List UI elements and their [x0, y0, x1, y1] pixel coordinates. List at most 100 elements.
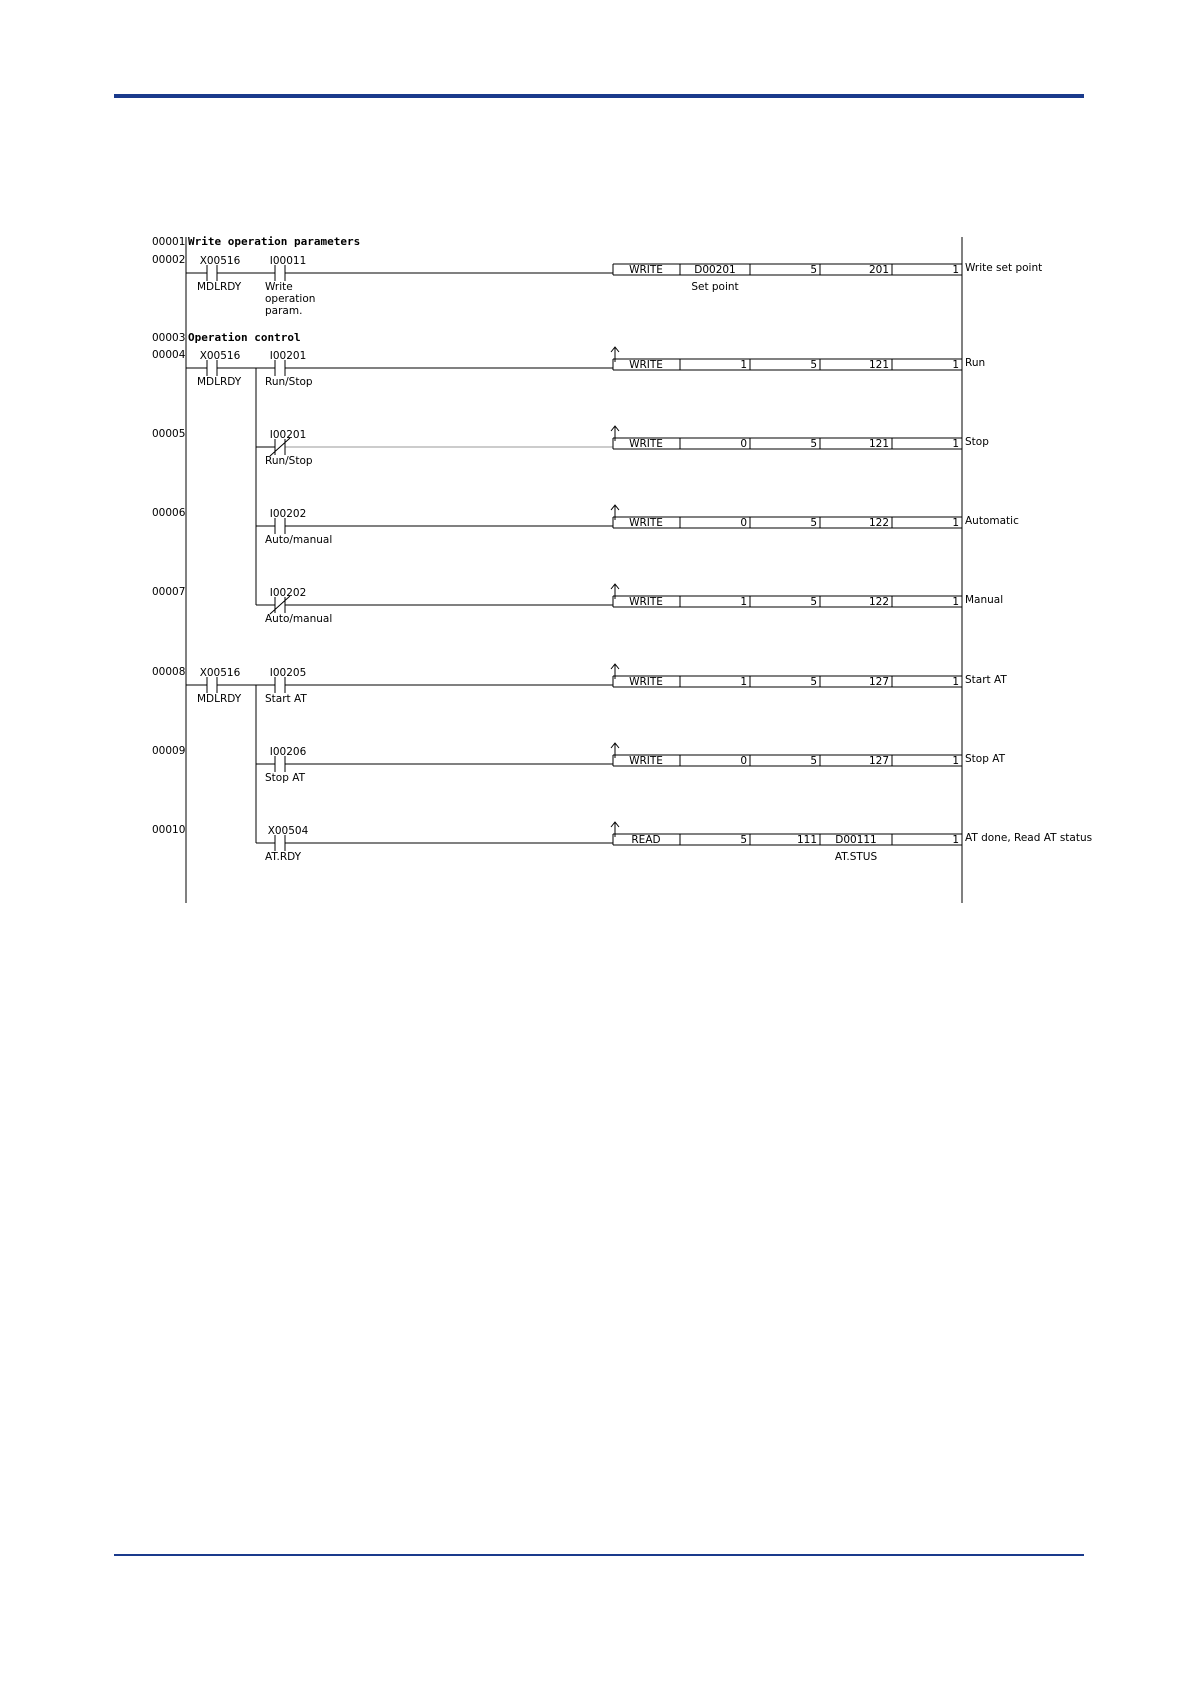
contact-label: MDLRDY [197, 376, 242, 388]
instruction-arg: 1 [952, 834, 959, 846]
instruction-arg: 111 [797, 834, 817, 846]
contact-slash [269, 595, 291, 615]
contact-device: I00201 [270, 350, 307, 362]
contact-device: I00206 [270, 746, 307, 758]
contact-label: Run/Stop [265, 376, 313, 388]
instruction-arg: 5 [810, 676, 817, 688]
instruction-name: WRITE [629, 264, 663, 276]
no-contact-icon [206, 677, 218, 693]
contact-device: I00202 [270, 508, 307, 520]
no-contact-icon [274, 677, 286, 693]
instruction-name: WRITE [629, 596, 663, 608]
instruction-arg: D00201 [694, 264, 736, 276]
instruction-arg: 122 [869, 517, 889, 529]
contact-device: I00201 [270, 429, 307, 441]
instruction-arg: 1 [740, 596, 747, 608]
instruction-arg: 122 [869, 596, 889, 608]
instruction-name: READ [631, 834, 660, 846]
instruction-arg: 1 [952, 517, 959, 529]
contact-label: AT.RDY [265, 851, 302, 863]
instruction-arg: 5 [740, 834, 747, 846]
footer-rule [114, 1554, 1084, 1556]
contact-label: Auto/manual [265, 534, 332, 546]
step-number: 00001 [152, 236, 185, 248]
comment-text: Write operation parameters [188, 235, 360, 248]
contact-device: I00205 [270, 667, 307, 679]
nc-contact-icon [269, 437, 291, 457]
instruction-arg: 1 [740, 359, 747, 371]
instruction-arg: 5 [810, 359, 817, 371]
contact-device: I00202 [270, 587, 307, 599]
no-contact-icon [274, 360, 286, 376]
step-number: 00009 [152, 745, 185, 757]
instruction-arg: D00111 [835, 834, 877, 846]
instruction-arg: 1 [952, 438, 959, 450]
contact-device: X00516 [200, 350, 241, 362]
instruction-name: WRITE [629, 676, 663, 688]
instruction-arg-label: Set point [691, 281, 738, 293]
instruction-name: WRITE [629, 359, 663, 371]
step-number: 00007 [152, 586, 185, 598]
output-comment: Start AT [965, 674, 1007, 686]
no-contact-icon [274, 518, 286, 534]
step-number: 00010 [152, 824, 185, 836]
no-contact-icon [274, 835, 286, 851]
instruction-arg: 5 [810, 517, 817, 529]
comment-text: Operation control [188, 331, 301, 344]
no-contact-icon [274, 756, 286, 772]
contact-label: param. [265, 305, 302, 317]
contact-slash [269, 437, 291, 457]
instruction-arg: 0 [740, 755, 747, 767]
output-comment: Write set point [965, 262, 1042, 274]
instruction-arg: 5 [810, 596, 817, 608]
output-comment: AT done, Read AT status [965, 832, 1092, 844]
step-number: 00008 [152, 666, 185, 678]
instruction-arg: 1 [740, 676, 747, 688]
instruction-name: WRITE [629, 517, 663, 529]
instruction-arg: 5 [810, 438, 817, 450]
contact-device: X00516 [200, 667, 241, 679]
contact-label: MDLRDY [197, 281, 242, 293]
no-contact-icon [274, 265, 286, 281]
no-contact-icon [206, 360, 218, 376]
instruction-arg: 5 [810, 264, 817, 276]
step-number: 00006 [152, 507, 186, 519]
instruction-arg: 127 [869, 755, 889, 767]
step-number: 00004 [152, 349, 186, 361]
output-comment: Stop [965, 436, 989, 448]
step-number: 00005 [152, 428, 185, 440]
instruction-arg: 1 [952, 676, 959, 688]
instruction-arg: 0 [740, 438, 747, 450]
contact-label: Start AT [265, 693, 307, 705]
output-comment: Manual [965, 594, 1003, 606]
instruction-arg: 1 [952, 264, 959, 276]
instruction-name: WRITE [629, 438, 663, 450]
output-comment: Run [965, 357, 985, 369]
contact-device: X00504 [268, 825, 309, 837]
step-number: 00002 [152, 254, 185, 266]
instruction-arg: 5 [810, 755, 817, 767]
instruction-name: WRITE [629, 755, 663, 767]
contact-device: X00516 [200, 255, 241, 267]
output-comment: Stop AT [965, 753, 1006, 765]
output-comment: Automatic [965, 515, 1019, 527]
instruction-arg: 201 [869, 264, 889, 276]
contact-device: I00011 [270, 255, 307, 267]
header-rule [114, 94, 1084, 98]
instruction-arg: 121 [869, 359, 889, 371]
instruction-arg: 0 [740, 517, 747, 529]
instruction-arg: 1 [952, 755, 959, 767]
nc-contact-icon [269, 595, 291, 615]
contact-label: operation [265, 293, 315, 305]
instruction-arg: 127 [869, 676, 889, 688]
contact-label: Write [265, 281, 293, 293]
instruction-arg-label: AT.STUS [835, 851, 878, 863]
instruction-arg: 1 [952, 596, 959, 608]
contact-label: Stop AT [265, 772, 306, 784]
contact-label: Run/Stop [265, 455, 313, 467]
contact-label: Auto/manual [265, 613, 332, 625]
instruction-arg: 121 [869, 438, 889, 450]
instruction-arg: 1 [952, 359, 959, 371]
step-number: 00003 [152, 332, 185, 344]
